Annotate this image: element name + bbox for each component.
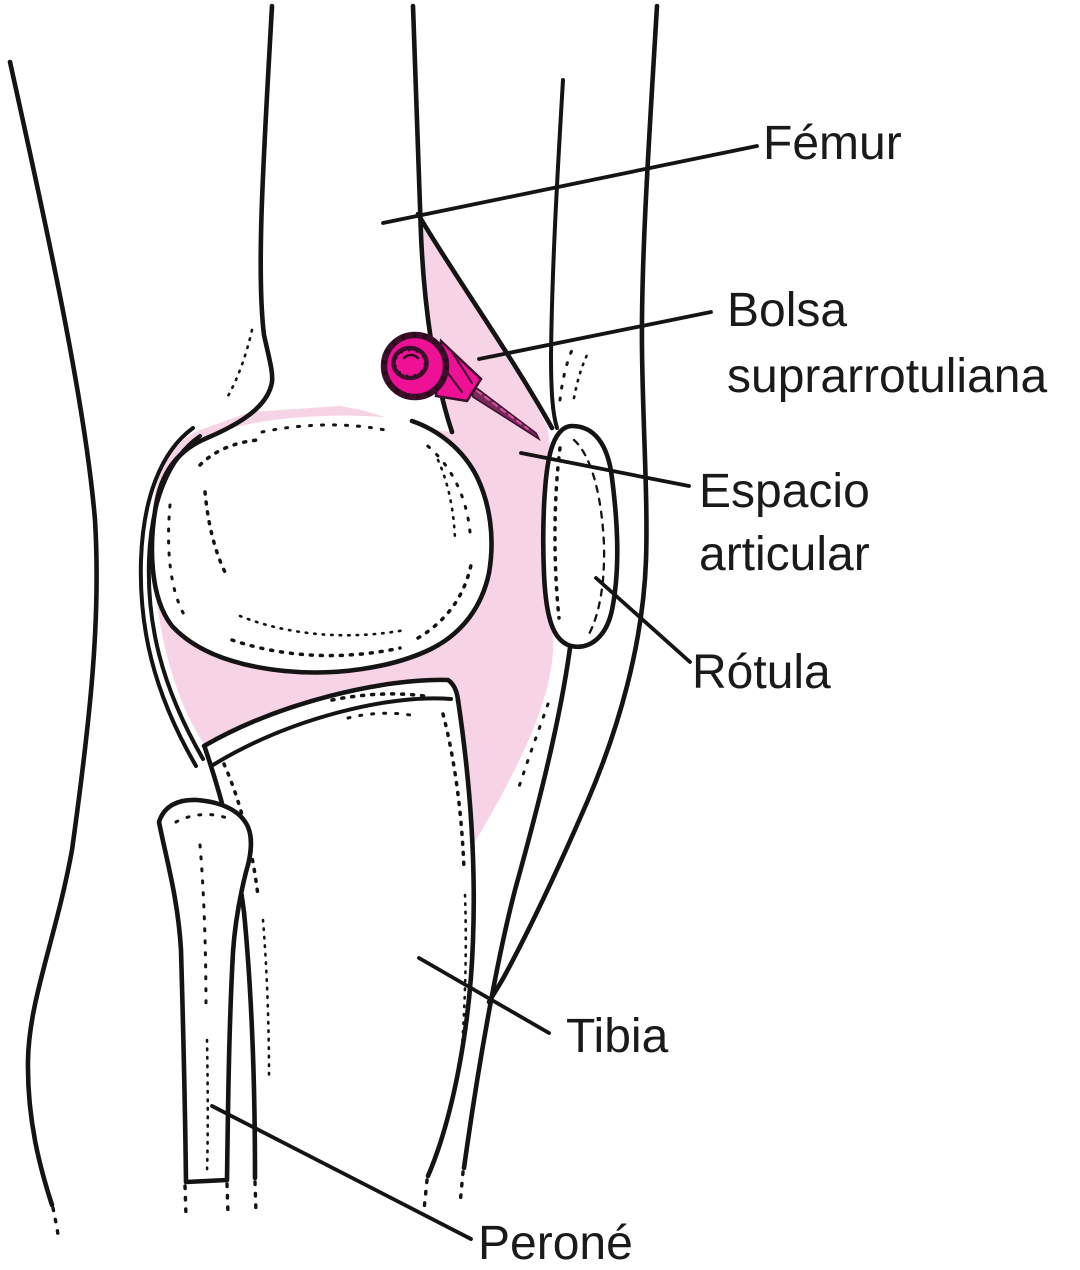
label-perone: Peroné (478, 1217, 633, 1270)
needle-shaft-highlight (476, 390, 529, 430)
label-espacio-line2: articular (699, 528, 870, 581)
leader-rotula (594, 576, 692, 664)
tibia-right-outline (425, 697, 477, 1179)
labels: Fémur Bolsa suprarrotuliana Espacio arti… (478, 117, 1047, 1270)
label-bolsa-line1: Bolsa (727, 284, 847, 337)
label-tibia: Tibia (566, 1010, 669, 1063)
fibula-stipple (174, 813, 229, 1174)
leader-espacio (519, 451, 691, 488)
suprapatellar-bursa-membrane (415, 211, 555, 431)
quadriceps-tendon-line (549, 78, 565, 430)
tibia-left-fade-dots (253, 1180, 258, 1215)
tibia-fill (204, 679, 474, 1178)
femur-bone (149, 3, 494, 675)
joint-capsule (138, 211, 555, 768)
needle-hub-lumen-texture (393, 348, 427, 378)
condyle-stipple (167, 328, 474, 658)
label-femur: Fémur (763, 117, 902, 170)
fibula-right-fade-dots (225, 1182, 230, 1216)
tibia-stipple (222, 692, 468, 1077)
label-espacio-line1: Espacio (699, 465, 870, 518)
tibia-left-outline (202, 745, 258, 1181)
left-skin-fade-dots (51, 1206, 60, 1237)
right-skin-outline (486, 3, 660, 1005)
fibula-bone (156, 797, 254, 1185)
leader-bolsa (477, 310, 713, 361)
capsule-outer-line (138, 426, 198, 768)
femur-shaft-fill (260, 6, 452, 432)
tibia-right-fade-dots (422, 1178, 429, 1212)
capsule-inner-line (146, 434, 205, 761)
needle-hub-lumen (391, 345, 429, 381)
needle-hub-squiggle (402, 353, 420, 360)
leader-femur (381, 144, 759, 225)
needle-cone-streak (451, 351, 473, 384)
label-bolsa-line2: suprarrotuliana (727, 350, 1047, 403)
needle-hub-texture (381, 332, 449, 400)
left-skin-outline (7, 59, 99, 1208)
leader-lines (210, 144, 759, 1241)
patellar-tendon-fade-dots (458, 1170, 465, 1207)
tibia-bone (201, 677, 477, 1181)
femur-left-and-condyle-outline (149, 3, 494, 675)
tibial-plateau-band (211, 696, 453, 767)
patella-stipple-line (553, 446, 562, 620)
soft-tissue-stipple (516, 348, 589, 792)
femoral-condyle-fill (151, 415, 492, 673)
leader-tibia (417, 956, 551, 1035)
leader-perone (210, 1104, 473, 1241)
tibial-plateau-edge (201, 677, 461, 749)
fibula-left-fade-dots (183, 1184, 188, 1218)
needle-icon (380, 331, 541, 442)
patellar-tendon-line (461, 645, 573, 1171)
label-rotula: Rótula (692, 646, 831, 699)
skin-outlines (7, 3, 660, 1237)
